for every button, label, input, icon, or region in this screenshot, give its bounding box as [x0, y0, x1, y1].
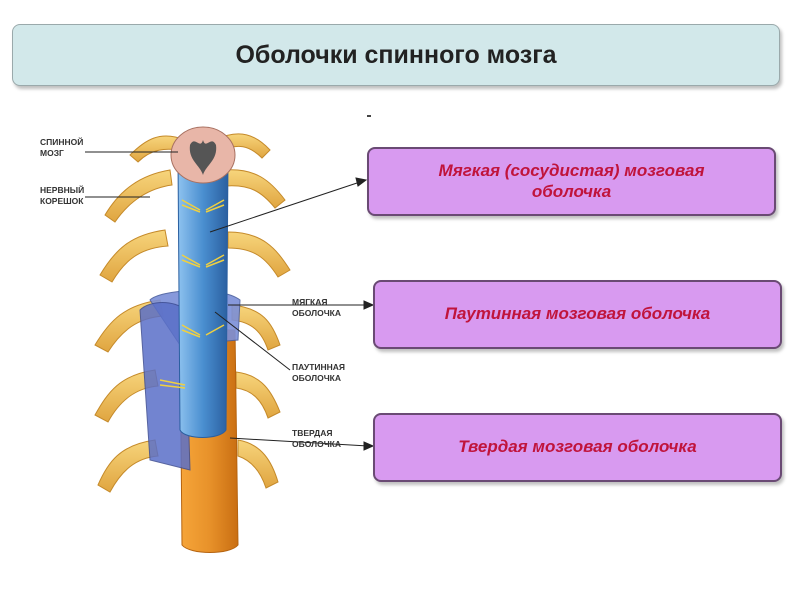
- nerve-roots: [94, 135, 189, 493]
- title-box: Оболочки спинного мозга: [12, 24, 780, 86]
- label-arachnoid: ПАУТИННАЯ ОБОЛОЧКА: [292, 362, 346, 383]
- label-dura: ТВЕРДАЯ ОБОЛОЧКА: [292, 428, 341, 449]
- callout-arachnoid: Паутинная мозговая оболочка: [373, 280, 782, 349]
- callout-pia-mater: Мягкая (сосудистая) мозговая оболочка: [367, 147, 776, 216]
- callout-dura-text: Твердая мозговая оболочка: [458, 437, 697, 457]
- stray-dot: [367, 115, 371, 117]
- label-spinal-cord: СПИННОЙ МОЗГ: [40, 137, 84, 158]
- callout-arachnoid-text: Паутинная мозговая оболочка: [444, 304, 711, 324]
- callout-pia-text: Мягкая (сосудистая) мозговая оболочка: [438, 161, 705, 201]
- label-pia: МЯГКАЯ ОБОЛОЧКА: [292, 297, 341, 318]
- label-nerve-root: НЕРВНЫЙ КОРЕШОК: [40, 185, 85, 206]
- page-title: Оболочки спинного мозга: [235, 40, 557, 69]
- callout-dura-mater: Твердая мозговая оболочка: [373, 413, 782, 482]
